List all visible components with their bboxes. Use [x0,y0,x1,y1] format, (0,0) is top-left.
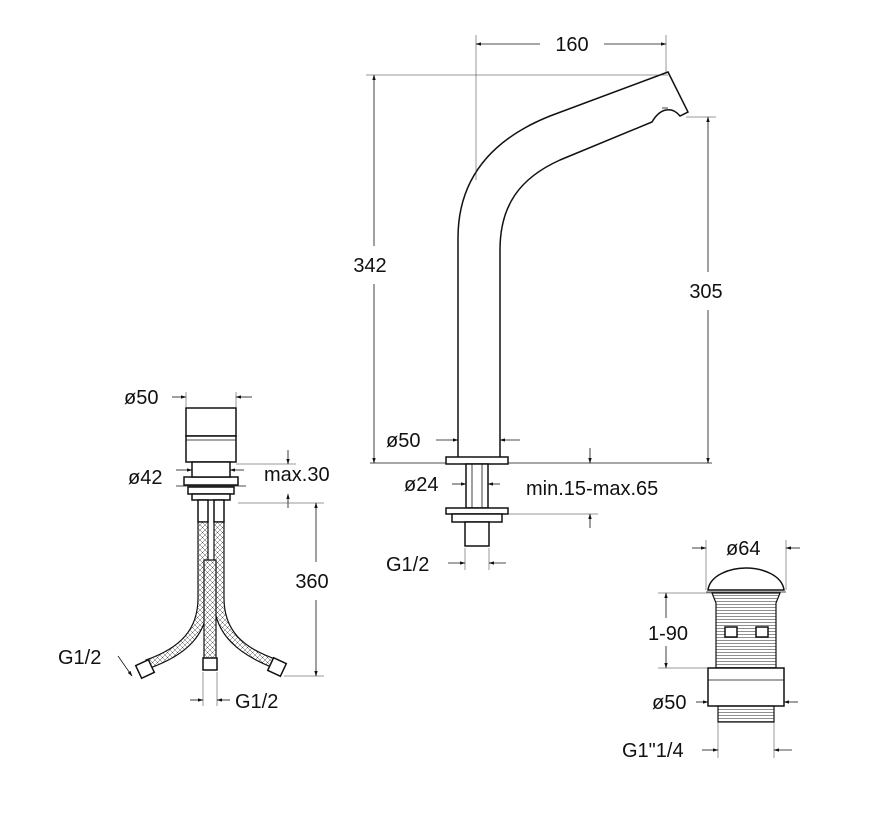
mixer-hose-left [145,521,209,669]
waste-thread [717,705,775,723]
waste-adjust-range-label: 1-90 [648,623,688,645]
spout-drawing: 160 342 305 ø50 ø24 min.15-max.65 G1/2 [353,34,722,576]
mixer-fitting-right [266,656,288,678]
spout-fixing-nut [451,513,503,523]
mixer-flange-diameter-label: ø42 [128,467,162,489]
mixer-hose-length-label: 360 [295,571,328,593]
waste-drawing: ø64 1-90 ø50 G1"1/4 [622,538,800,762]
spout-shank [465,463,489,509]
mixer-deck-max-label: max.30 [264,464,330,486]
spout-height-label: 342 [353,255,386,277]
spout-thread-end [464,521,490,547]
waste-threaded-body [711,592,781,669]
mixer-fitting-center [202,657,218,671]
spout-outline [457,71,690,459]
waste-body-diameter-label: ø50 [652,692,686,714]
waste-cap-diameter-label: ø64 [726,538,760,560]
spout-outlet-height-label: 305 [689,281,722,303]
spout-base-flange [445,456,509,465]
spout-fixing-washer [445,507,509,515]
spout-width-label: 160 [555,34,588,56]
mixer-thread-bottom-label: G1/2 [235,691,278,713]
spout-shank-diameter-label: ø24 [404,474,438,496]
spout-base-diameter-label: ø50 [386,430,420,452]
spout-thread-label: G1/2 [386,554,429,576]
mixer-fitting-left [134,658,156,680]
waste-body [707,667,785,707]
mixer-hose-center [203,559,217,661]
mixer-flange [183,476,239,486]
mixer-body-diameter-label: ø50 [124,387,158,409]
mixer-hose-right [213,521,279,669]
mixer-thread-left-label: G1/2 [58,647,101,669]
mixer-drawing: ø50 ø42 max.30 360 G1/2 G1/2 [58,387,330,713]
waste-cap [707,567,785,591]
mixer-cap [185,407,237,437]
spout-deck-thickness-label: min.15-max.65 [526,478,658,500]
waste-thread-label: G1"1/4 [622,740,684,762]
